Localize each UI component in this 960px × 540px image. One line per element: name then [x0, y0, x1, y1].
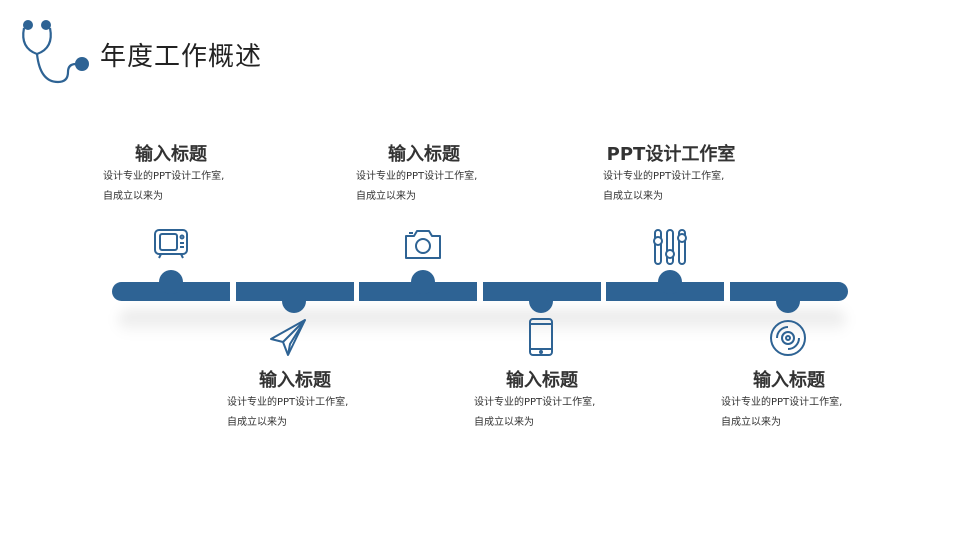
- node-title: 输入标题: [135, 144, 207, 165]
- timeline-shadow: [118, 310, 846, 332]
- node-title: PPT设计工作室: [606, 144, 736, 165]
- node-title: 输入标题: [259, 370, 331, 391]
- page-title: 年度工作概述: [100, 42, 263, 72]
- timeline-knob: [282, 289, 306, 313]
- node-description: 设计专业的PPT设计工作室,自成立以来为: [721, 397, 843, 428]
- camera-icon: [403, 224, 443, 264]
- tablet-icon: [521, 317, 561, 357]
- node-description: 设计专业的PPT设计工作室,自成立以来为: [227, 397, 349, 428]
- paper-plane-icon: [268, 317, 308, 357]
- timeline-knob: [658, 270, 682, 294]
- node-description: 设计专业的PPT设计工作室,自成立以来为: [474, 397, 596, 428]
- node-title: 输入标题: [753, 370, 825, 391]
- sliders-icon: [650, 226, 690, 266]
- timeline-knob: [159, 270, 183, 294]
- node-description: 设计专业的PPT设计工作室,自成立以来为: [103, 171, 225, 202]
- node-description: 设计专业的PPT设计工作室,自成立以来为: [356, 171, 478, 202]
- disc-icon: [768, 318, 808, 358]
- node-description: 设计专业的PPT设计工作室,自成立以来为: [603, 171, 725, 202]
- stethoscope-logo-icon: [22, 20, 89, 84]
- node-title: 输入标题: [506, 370, 578, 391]
- timeline-knob: [529, 289, 553, 313]
- timeline-knob: [411, 270, 435, 294]
- tv-icon: [151, 223, 191, 263]
- node-title: 输入标题: [388, 144, 460, 165]
- timeline-knob: [776, 289, 800, 313]
